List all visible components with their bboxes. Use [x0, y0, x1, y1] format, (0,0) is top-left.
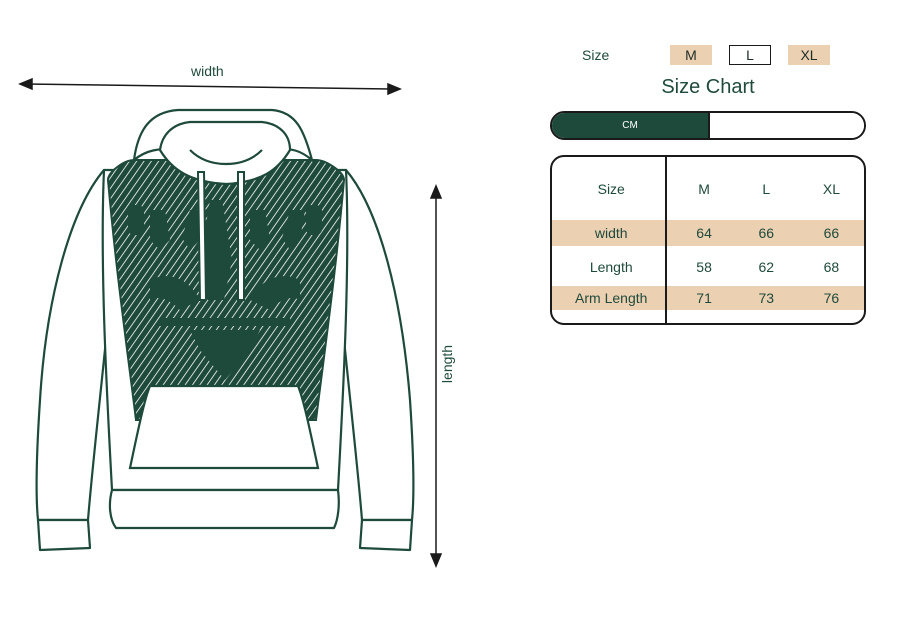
width-dimension-label: width — [191, 63, 224, 79]
size-selector: Size M L XL — [582, 44, 847, 66]
header-l: L — [762, 181, 771, 197]
unit-inch-option[interactable] — [710, 113, 864, 138]
table-cell: 71 — [696, 290, 712, 306]
header-xl: XL — [822, 181, 840, 197]
header-m: M — [698, 181, 710, 197]
table-row: Arm Length 71 73 76 — [552, 286, 864, 310]
row-label: Arm Length — [575, 290, 648, 306]
drawstrings — [196, 171, 245, 301]
width-arrow — [18, 77, 402, 96]
hoodie-illustration — [18, 77, 443, 568]
size-table: Size M L XL width 64 66 66 Length 58 62 … — [550, 155, 866, 325]
size-chart-title: Size Chart — [661, 76, 755, 98]
size-option-m[interactable]: M — [670, 45, 712, 65]
size-option-xl[interactable]: XL — [788, 45, 830, 65]
table-cell: 68 — [823, 259, 840, 275]
table-cell: 64 — [696, 225, 712, 241]
kangaroo-pocket — [128, 384, 320, 470]
row-label: Length — [589, 259, 633, 275]
length-dimension-label: length — [439, 344, 456, 384]
table-cell: 58 — [696, 259, 712, 275]
size-selector-label: Size — [582, 47, 610, 63]
length-arrow — [429, 184, 443, 568]
table-cell: 66 — [758, 225, 775, 241]
size-option-l[interactable]: L — [729, 45, 771, 65]
table-cell: 73 — [758, 290, 775, 306]
row-label: width — [594, 225, 628, 241]
unit-cm-option[interactable]: CM — [552, 113, 710, 138]
table-header-row: Size M L XL — [552, 175, 864, 203]
table-cell: 62 — [758, 259, 775, 275]
table-divider — [665, 157, 667, 323]
table-cell: 76 — [823, 290, 840, 306]
table-cell: 66 — [823, 225, 840, 241]
unit-toggle[interactable]: CM — [550, 111, 866, 140]
table-row: width 64 66 66 — [552, 220, 864, 246]
header-size: Size — [597, 181, 625, 197]
table-row: Length 58 62 68 — [552, 254, 864, 280]
